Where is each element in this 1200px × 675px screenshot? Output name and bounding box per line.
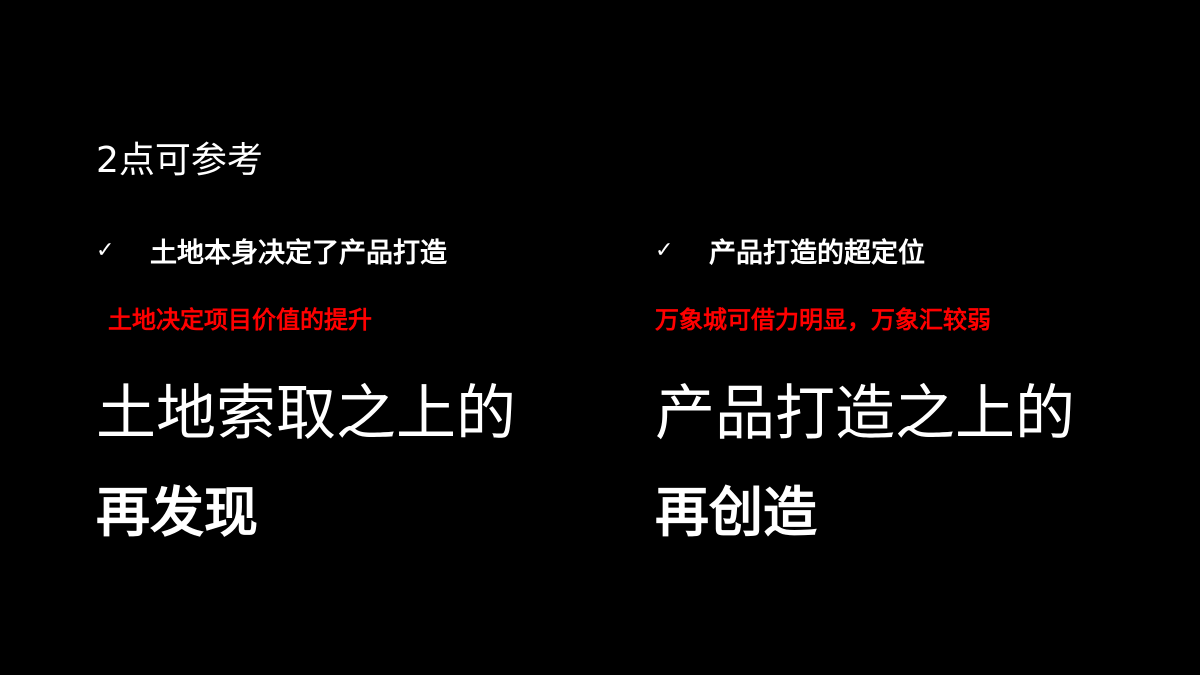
intro-heading: 2点可参考 [96, 140, 263, 181]
right-note: 万象城可借力明显，万象汇较弱 [655, 306, 991, 334]
left-headline: 土地索取之上的 [96, 379, 516, 449]
right-point: ✓ 产品打造的超定位 [655, 224, 1200, 276]
left-point: ✓ 土地本身决定了产品打造 [96, 224, 656, 276]
left-column: ✓ 土地本身决定了产品打造 土地决定项目价值的提升 土地索取之上的 再发现 [96, 224, 656, 548]
right-emphasis: 再创造 [655, 481, 817, 544]
right-headline: 产品打造之上的 [655, 379, 1075, 449]
left-note: 土地决定项目价值的提升 [108, 306, 372, 334]
left-point-text: 土地本身决定了产品打造 [150, 237, 447, 269]
right-column: ✓ 产品打造的超定位 万象城可借力明显，万象汇较弱 产品打造之上的 再创造 [655, 224, 1200, 548]
check-icon: ✓ [96, 237, 115, 263]
left-emphasis: 再发现 [96, 481, 258, 544]
right-point-text: 产品打造的超定位 [709, 237, 925, 269]
check-icon: ✓ [655, 237, 674, 263]
